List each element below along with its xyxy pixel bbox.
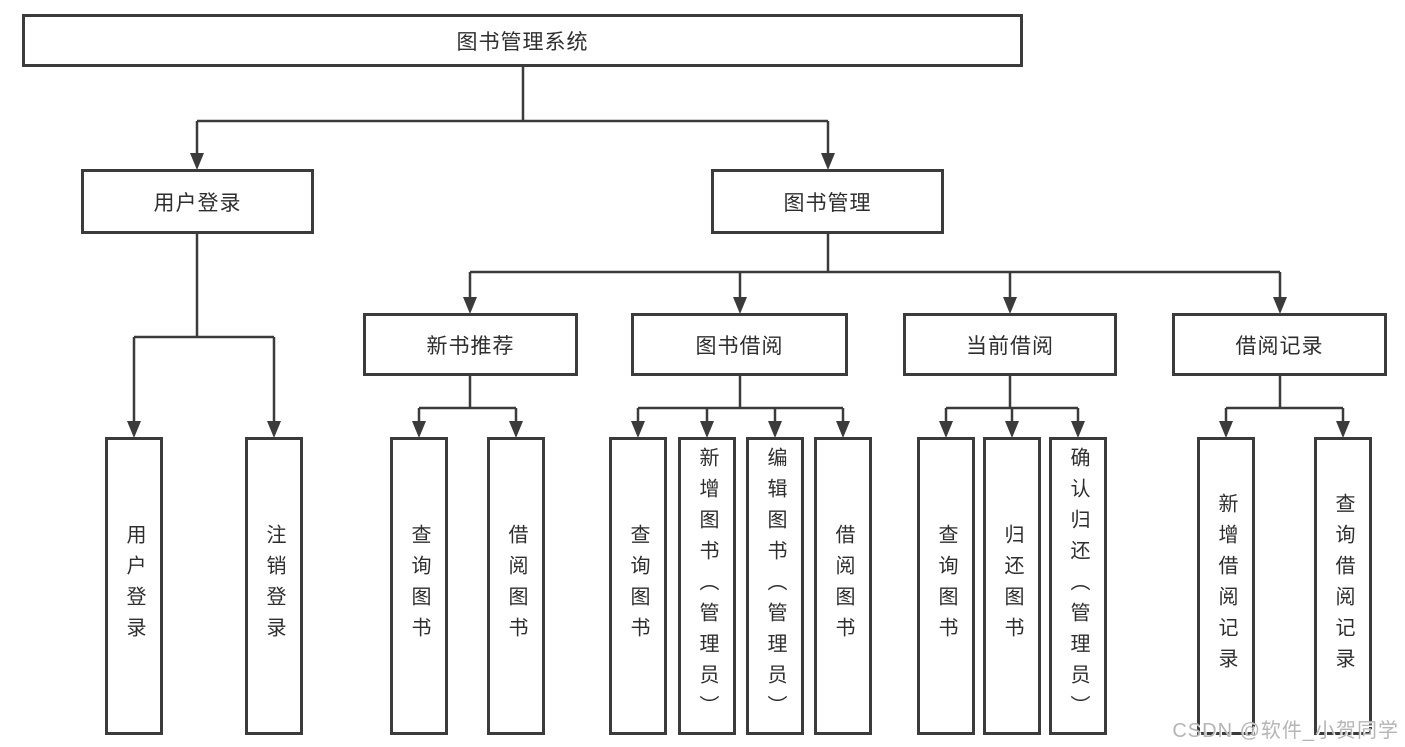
leaf-logout-login-label: 注销登录 [263,524,285,648]
leaf-query-borrow-record-label: 查询借阅记录 [1332,493,1354,679]
leaf-edit-book-admin: 编辑图书（管理员） [746,437,804,735]
csdn-watermark: CSDN @软件_小贺同学 [1172,720,1399,742]
node-new-book-recommend: 新书推荐 [363,313,578,376]
node-library-system: 图书管理系统 [22,14,1023,67]
leaf-query-books-current: 查询图书 [917,437,975,735]
leaf-query-borrow-record: 查询借阅记录 [1314,437,1372,735]
node-book-borrowing: 图书借阅 [631,313,848,376]
leaf-add-book-admin-label: 新增图书（管理员） [696,446,718,726]
leaf-query-books-recommend-label: 查询图书 [408,524,430,648]
node-current-borrowing: 当前借阅 [903,313,1117,376]
leaf-add-book-admin: 新增图书（管理员） [678,437,736,735]
leaf-query-books-recommend: 查询图书 [390,437,448,735]
leaf-return-books-label: 归还图书 [1001,524,1023,648]
leaf-borrow-books-recommend: 借阅图书 [487,437,545,735]
leaf-return-books: 归还图书 [983,437,1041,735]
node-user-login: 用户登录 [81,169,314,234]
leaf-add-borrow-record: 新增借阅记录 [1197,437,1255,735]
leaf-confirm-return-admin-label: 确认归还（管理员） [1067,446,1089,726]
leaf-confirm-return-admin: 确认归还（管理员） [1049,437,1107,735]
leaf-add-borrow-record-label: 新增借阅记录 [1215,493,1237,679]
leaf-logout-login: 注销登录 [245,437,303,735]
leaf-edit-book-admin-label: 编辑图书（管理员） [764,446,786,726]
leaf-borrow-books-recommend-label: 借阅图书 [505,524,527,648]
leaf-borrow-books: 借阅图书 [814,437,872,735]
leaf-query-books-borrowing: 查询图书 [609,437,667,735]
leaf-user-login: 用户登录 [105,437,163,735]
leaf-user-login-label: 用户登录 [123,524,145,648]
node-borrowing-records: 借阅记录 [1172,313,1387,376]
leaf-borrow-books-label: 借阅图书 [832,524,854,648]
node-book-management: 图书管理 [711,169,944,234]
leaf-query-books-borrowing-label: 查询图书 [627,524,649,648]
leaf-query-books-current-label: 查询图书 [935,524,957,648]
